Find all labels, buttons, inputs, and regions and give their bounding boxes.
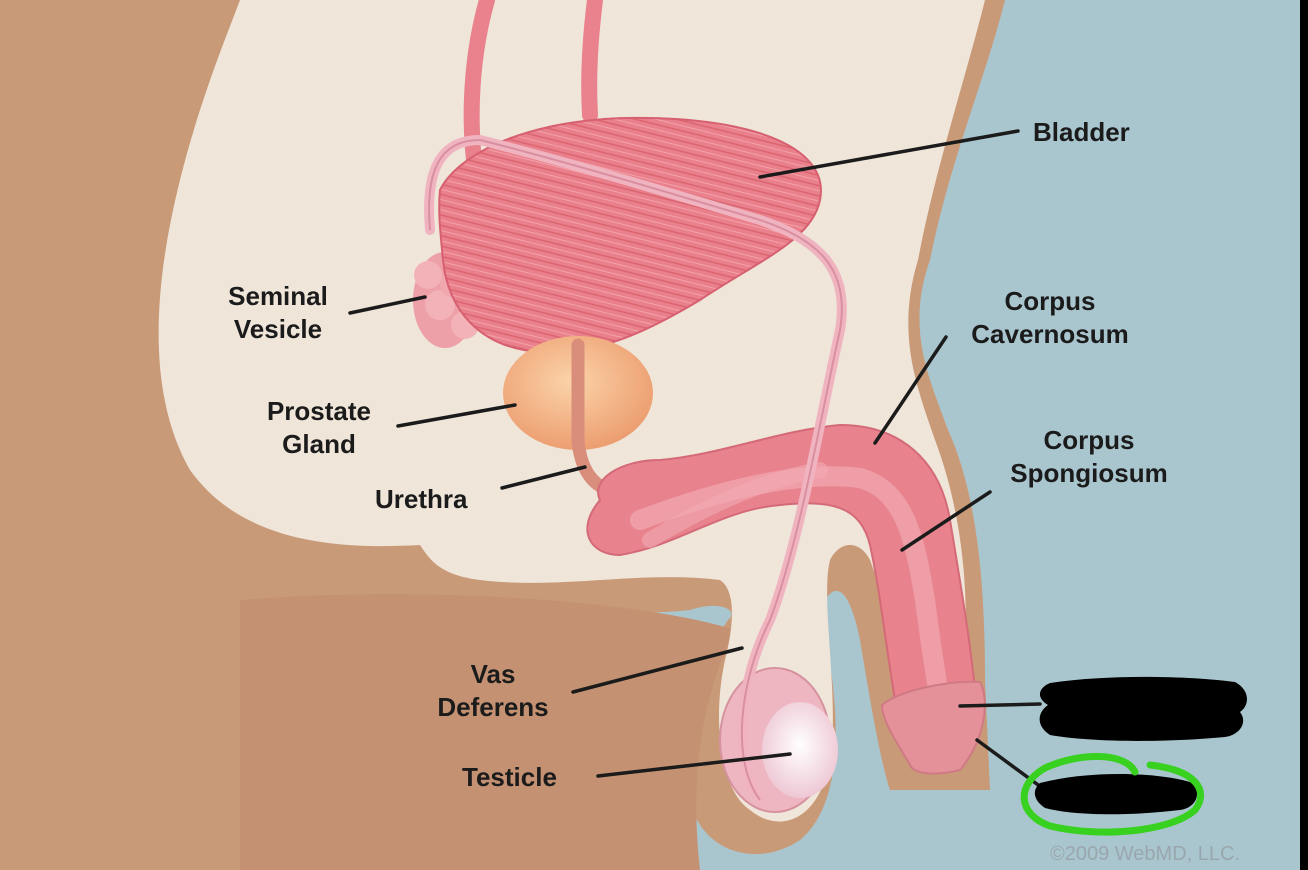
label-vas-deferens-line1: Vas bbox=[423, 658, 563, 691]
label-corpus-spongiosum-line1: Corpus bbox=[993, 424, 1185, 457]
label-bladder: Bladder bbox=[1033, 116, 1130, 149]
label-vas-deferens: Vas Deferens bbox=[423, 658, 563, 724]
label-prostate-gland: Prostate Gland bbox=[255, 395, 383, 461]
ureter-right bbox=[589, 0, 595, 115]
copyright-notice: ©2009 WebMD, LLC. bbox=[1050, 843, 1240, 866]
label-seminal-vesicle-line2: Vesicle bbox=[218, 313, 338, 346]
label-corpus-cavernosum-line1: Corpus bbox=[955, 285, 1145, 318]
label-corpus-spongiosum: Corpus Spongiosum bbox=[993, 424, 1185, 490]
leg-silhouette bbox=[240, 594, 735, 870]
label-vas-deferens-line2: Deferens bbox=[423, 691, 563, 724]
label-testicle: Testicle bbox=[462, 761, 557, 794]
label-corpus-spongiosum-line2: Spongiosum bbox=[993, 457, 1185, 490]
label-urethra: Urethra bbox=[375, 483, 467, 516]
testicle-shape bbox=[762, 702, 838, 798]
leader-redacted-1 bbox=[960, 704, 1040, 706]
label-seminal-vesicle: Seminal Vesicle bbox=[218, 280, 338, 346]
label-corpus-cavernosum: Corpus Cavernosum bbox=[955, 285, 1145, 351]
label-corpus-cavernosum-line2: Cavernosum bbox=[955, 318, 1145, 351]
label-prostate-gland-line2: Gland bbox=[255, 428, 383, 461]
label-prostate-gland-line1: Prostate bbox=[255, 395, 383, 428]
label-seminal-vesicle-line1: Seminal bbox=[218, 280, 338, 313]
redaction-block-1 bbox=[1040, 677, 1247, 741]
redaction-block-2 bbox=[1035, 774, 1197, 814]
